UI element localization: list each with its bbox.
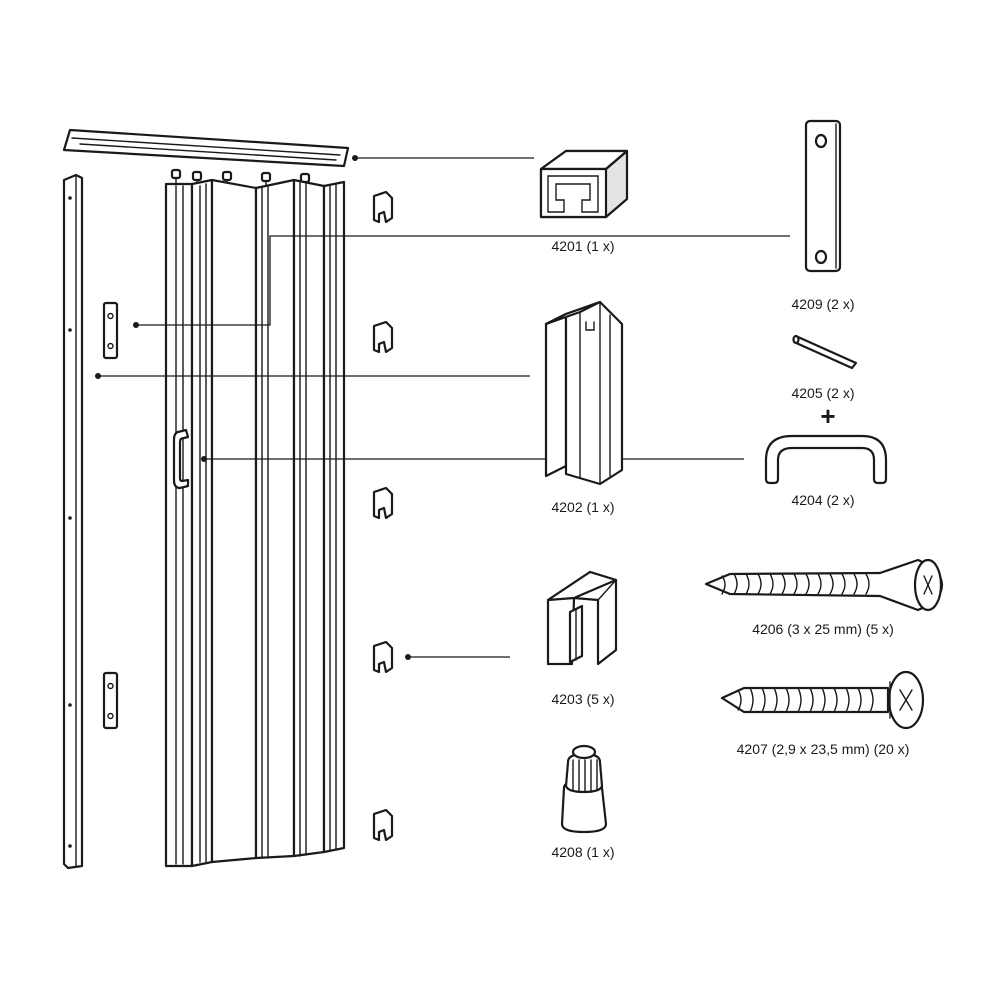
part-4204-handle bbox=[764, 434, 888, 485]
part-4206-screw bbox=[704, 558, 944, 612]
part-4207-screw bbox=[720, 670, 925, 730]
label-4208: 4208 (1 x) bbox=[551, 844, 614, 860]
door-handle bbox=[172, 428, 190, 490]
strike-plate-lower bbox=[102, 671, 119, 730]
part-4209-strike-plate bbox=[804, 119, 842, 273]
label-4202: 4202 (1 x) bbox=[551, 499, 614, 515]
label-4206: 4206 (3 x 25 mm) (5 x) bbox=[752, 621, 894, 637]
jamb-post bbox=[62, 173, 84, 870]
wall-clip-3 bbox=[372, 486, 394, 520]
wall-clip-4 bbox=[372, 640, 394, 674]
label-4205: 4205 (2 x) bbox=[791, 385, 854, 401]
plus-sign: + bbox=[820, 401, 835, 431]
strike-plate-upper bbox=[102, 301, 119, 360]
part-4201-end-cap bbox=[539, 149, 629, 219]
folding-door bbox=[164, 168, 346, 868]
label-4203: 4203 (5 x) bbox=[551, 691, 614, 707]
label-4207: 4207 (2,9 x 23,5 mm) (20 x) bbox=[737, 741, 910, 757]
part-4203-wall-clip bbox=[546, 570, 618, 666]
top-rail bbox=[62, 128, 350, 168]
part-4202-jamb-profile bbox=[544, 300, 624, 486]
leader-lines bbox=[95, 155, 790, 660]
wall-clip-5 bbox=[372, 808, 394, 842]
label-4201: 4201 (1 x) bbox=[551, 238, 614, 254]
wall-clip-2 bbox=[372, 320, 394, 354]
part-4208-door-stop bbox=[560, 744, 608, 834]
door-rollers bbox=[170, 168, 311, 189]
label-4204: 4204 (2 x) bbox=[791, 492, 854, 508]
part-4205-pin bbox=[792, 334, 858, 370]
wall-clip-1 bbox=[372, 190, 394, 224]
label-4209: 4209 (2 x) bbox=[791, 296, 854, 312]
